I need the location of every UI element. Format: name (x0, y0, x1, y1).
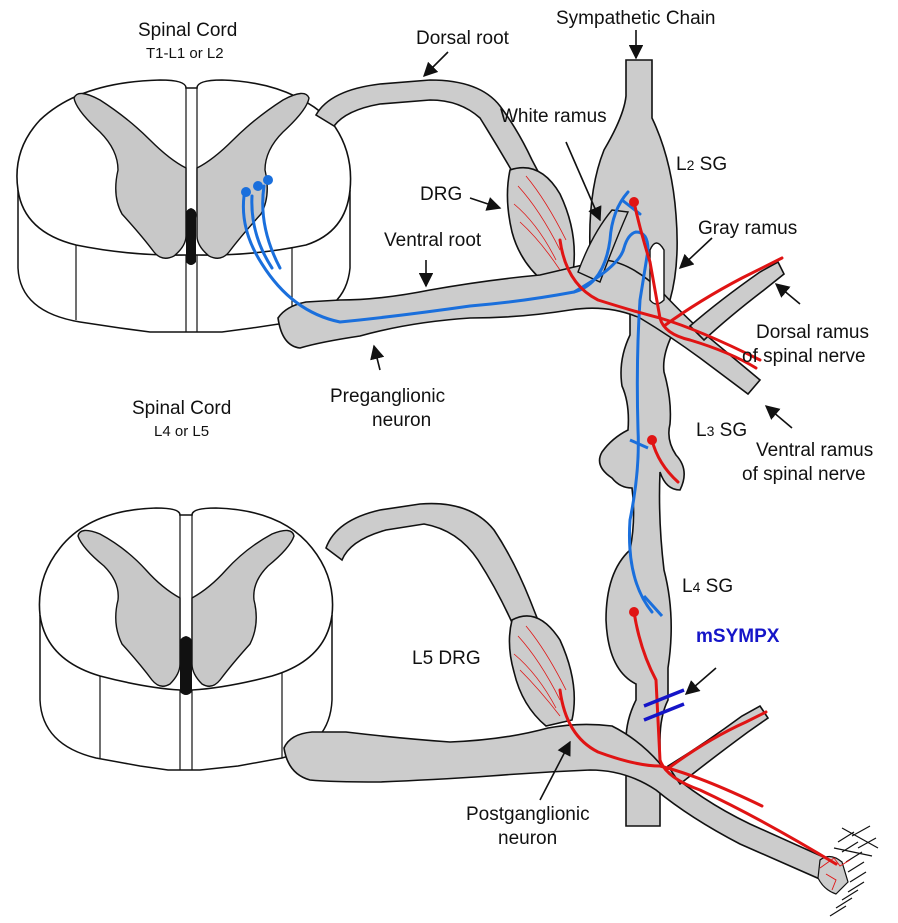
drg-upper (507, 168, 574, 282)
ventral-ramus-label-line2: of spinal nerve (742, 464, 866, 485)
l3-sg-label: L3 SG (696, 420, 747, 441)
spinal-cord-lower-sub: L4 or L5 (154, 423, 209, 440)
dorsal-root-label: Dorsal root (416, 28, 510, 49)
spinal-cord-upper-title: Spinal Cord (138, 20, 237, 41)
ganglion-cell-l2 (629, 197, 639, 207)
spinal-cord-upper-sub: T1-L1 or L2 (146, 45, 224, 62)
white-ramus-label: White ramus (500, 106, 607, 127)
ventral-root-label: Ventral root (384, 230, 482, 251)
spinal-cord-upper (17, 80, 351, 332)
ventral-ramus-label-line1: Ventral ramus (756, 440, 873, 461)
preganglionic-label-line1: Preganglionic (330, 386, 445, 407)
ventral-root-lower (284, 724, 830, 880)
dorsal-ramus-label-line2: of spinal nerve (742, 346, 866, 367)
drg-label: DRG (420, 184, 462, 205)
central-canal-lower (180, 636, 193, 695)
l4-sg-label: L4 SG (682, 576, 733, 597)
dorsal-ramus-label-line1: Dorsal ramus (756, 322, 869, 343)
ganglion-cell-l4 (629, 607, 639, 617)
msympx-label: mSYMPX (696, 626, 780, 647)
preganglionic-label-line2: neuron (372, 410, 431, 431)
central-canal-upper (186, 208, 197, 265)
gray-ramus-label: Gray ramus (698, 218, 797, 239)
postganglionic-label-line1: Postganglionic (466, 804, 590, 825)
label-arrows (374, 30, 800, 800)
postganglionic-label-line2: neuron (498, 828, 557, 849)
l5-drg-label: L5 DRG (412, 648, 481, 669)
spinal-cord-lower-title: Spinal Cord (132, 398, 231, 419)
sympathetic-chain-label: Sympathetic Chain (556, 8, 715, 29)
ganglion-cell-l3 (647, 435, 657, 445)
spinal-cord-lower (39, 508, 332, 770)
l2-sg-label: L2 SG (676, 154, 727, 175)
